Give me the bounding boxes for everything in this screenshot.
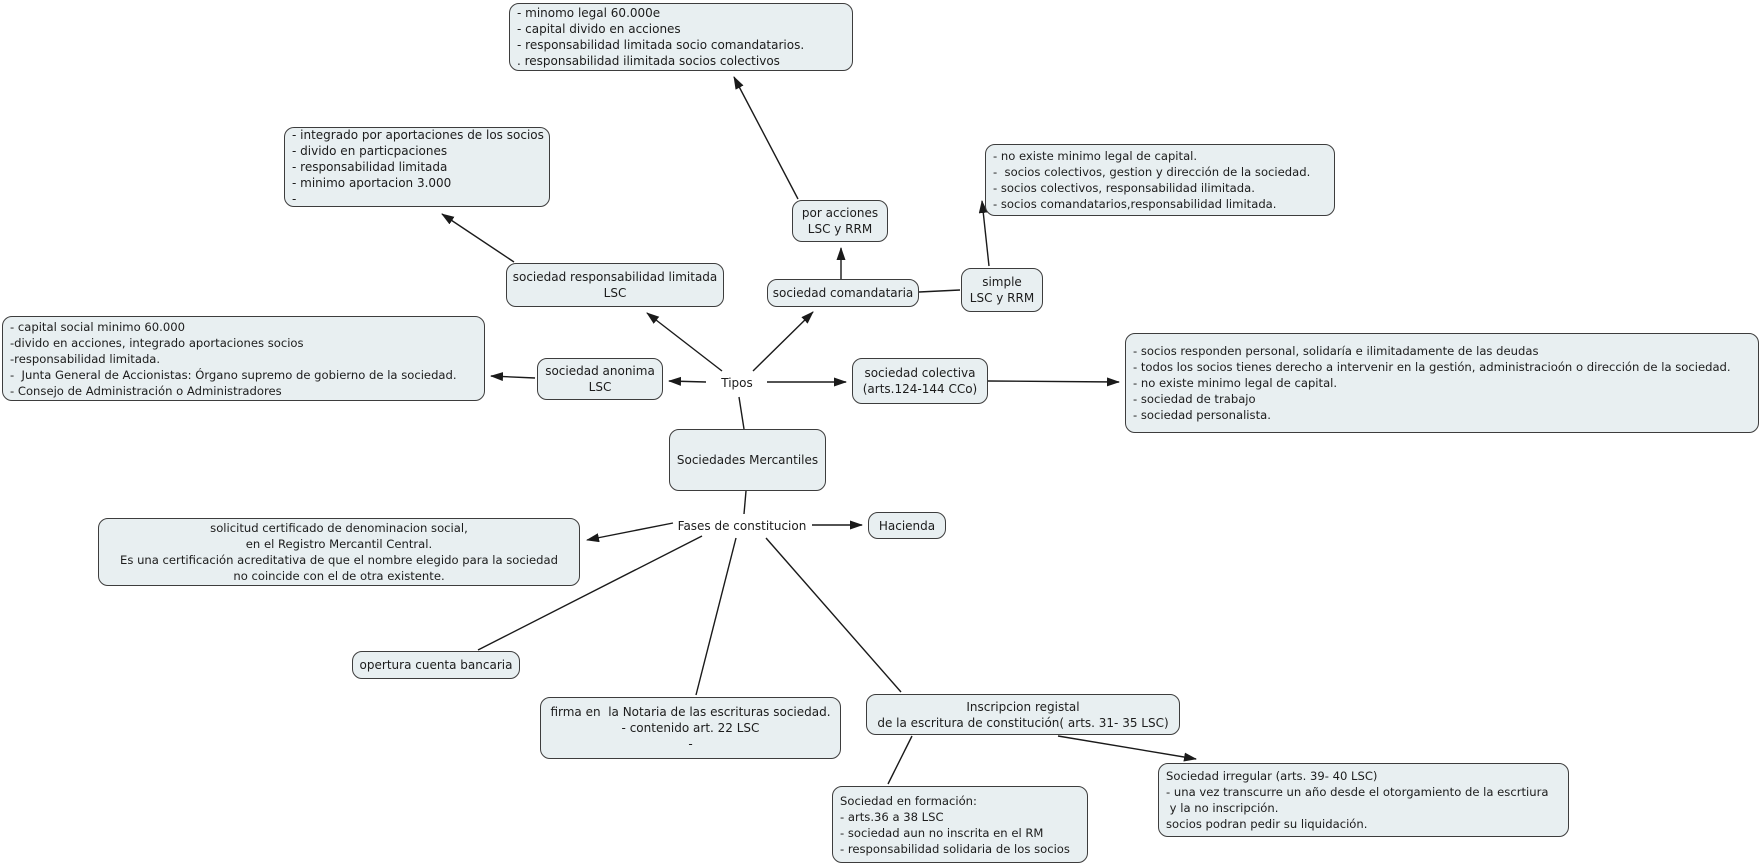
connector-srl-details <box>441 213 515 263</box>
detail-box-sociedad-en-formacion[interactable]: Sociedad en formación: - arts.36 a 38 LS… <box>832 786 1088 863</box>
connector-simple-details <box>978 200 990 267</box>
concept-node-opertura-cuenta-bancaria[interactable]: opertura cuenta bancaria <box>352 651 520 679</box>
connector-root-tipos <box>738 396 745 430</box>
detail-box-colectiva[interactable]: - socios responden personal, solidaría e… <box>1125 333 1759 433</box>
connector-fases-solicitud <box>586 522 674 543</box>
connector-tipos-comandataria <box>752 311 814 372</box>
concept-node-sociedad-responsabilidad-limitada[interactable]: sociedad responsabilidad limitada LSC <box>506 263 724 307</box>
concept-node-hacienda[interactable]: Hacienda <box>868 512 946 539</box>
connector-comandataria-simple <box>918 289 961 293</box>
concept-node-por-acciones[interactable]: por acciones LSC y RRM <box>792 200 888 242</box>
concept-node-simple[interactable]: simple LSC y RRM <box>961 268 1043 312</box>
link-label-tipos[interactable]: Tipos <box>721 376 753 390</box>
detail-box-simple[interactable]: - no existe minimo legal de capital. - s… <box>985 144 1335 216</box>
concept-node-sociedad-comandataria[interactable]: sociedad comandataria <box>767 279 919 307</box>
detail-box-anonima[interactable]: - capital social minimo 60.000 -divido e… <box>2 316 485 401</box>
concept-node-inscripcion-registal[interactable]: Inscripcion registal de la escritura de … <box>866 694 1180 735</box>
detail-box-sociedad-irregular[interactable]: Sociedad irregular (arts. 39- 40 LSC) - … <box>1158 763 1569 837</box>
concept-node-sociedad-colectiva[interactable]: sociedad colectiva (arts.124-144 CCo) <box>852 358 988 404</box>
detail-box-firma-notaria[interactable]: firma en la Notaria de las escrituras so… <box>540 697 841 759</box>
connector-anonima-details <box>490 372 536 382</box>
concept-node-sociedad-anonima[interactable]: sociedad anonima LSC <box>537 358 663 400</box>
connector-inscripcion-irregular <box>1057 735 1197 762</box>
connector-poracciones-details <box>733 76 799 200</box>
detail-box-srl[interactable]: - integrado por aportaciones de los soci… <box>284 127 550 207</box>
link-label-fases-de-constitucion[interactable]: Fases de constitucion <box>677 519 807 533</box>
concept-node-sociedades-mercantiles-root[interactable]: Sociedades Mercantiles <box>669 429 826 491</box>
connector-inscripcion-formacion <box>887 735 913 785</box>
connector-tipos-anonima <box>668 376 707 386</box>
connector-tipos-srl <box>646 312 723 372</box>
connector-fases-inscripcion <box>765 537 902 693</box>
detail-box-solicitud-certificado[interactable]: solicitud certificado de denominacion so… <box>98 518 580 586</box>
connector-root-fases <box>743 490 747 515</box>
connector-fases-opertura <box>477 535 703 651</box>
connector-colectiva-details <box>987 377 1120 387</box>
connector-fases-firma <box>695 537 737 696</box>
detail-box-por-acciones[interactable]: - minomo legal 60.000e - capital divido … <box>509 3 853 71</box>
